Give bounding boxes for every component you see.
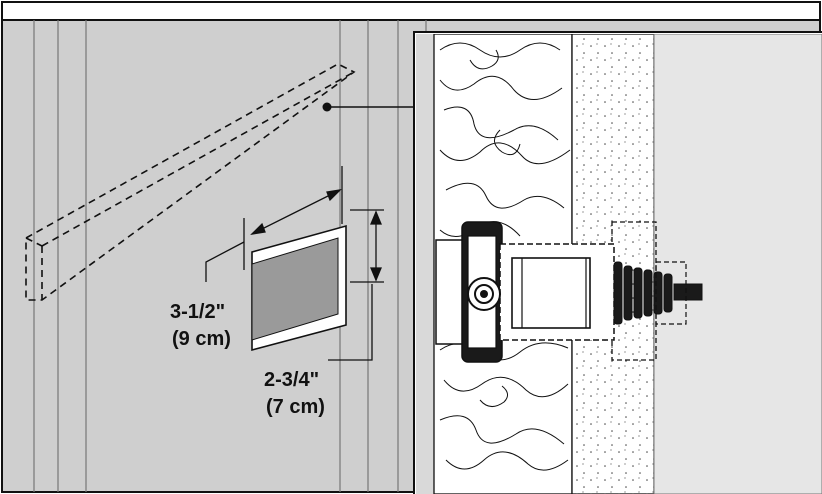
- detail-panel: [413, 31, 822, 494]
- valve-assembly: [435, 221, 703, 363]
- width-imperial-label: 3-1/2": [170, 301, 225, 323]
- title-bar: [1, 1, 821, 21]
- height-dimension: [328, 209, 384, 361]
- dashed-board: [25, 63, 356, 301]
- wall-opening: [251, 224, 347, 352]
- width-dimension: [205, 166, 343, 282]
- width-metric-label: (9 cm): [172, 328, 231, 350]
- height-imperial-label: 2-3/4": [264, 369, 319, 391]
- height-metric-label: (7 cm): [266, 396, 325, 418]
